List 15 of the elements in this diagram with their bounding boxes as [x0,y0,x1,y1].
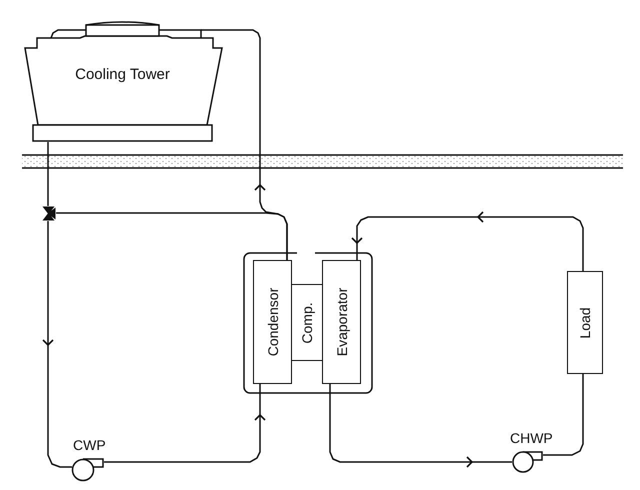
pump-label: CWP [73,437,106,453]
condenser-box [253,260,292,384]
pump-icon [512,451,543,473]
load-box [567,271,603,374]
compressor-box [291,284,323,361]
node-label: Condensor [264,288,280,356]
node-label: Evaporator [334,288,350,356]
node-label: Comp. [299,302,315,344]
node-label: Load [577,306,593,338]
pump-icon [72,457,104,482]
chiller-enclosure [243,252,373,394]
node-label: Cooling Tower [75,66,170,83]
pump-label: CHWP [510,430,553,446]
evaporator-box [322,260,361,384]
valve-icon [41,206,56,221]
